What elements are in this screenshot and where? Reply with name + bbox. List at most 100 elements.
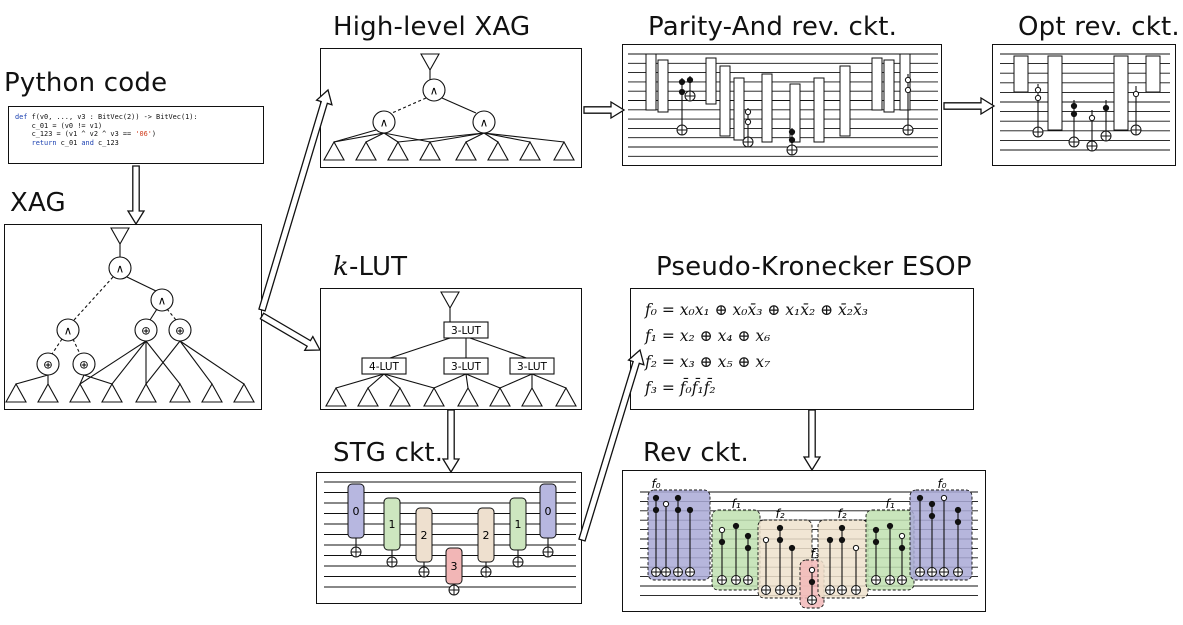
rev-control-dot	[916, 494, 924, 502]
stg-block	[347, 483, 365, 539]
pa-parity-block	[871, 57, 883, 111]
rev-control-dot	[886, 522, 894, 530]
rev-control-dot	[954, 506, 962, 514]
rev-group-box	[909, 489, 973, 581]
hl-edge	[333, 132, 385, 143]
pa-parity-block	[761, 73, 773, 143]
rev-group-label: f₁	[731, 497, 740, 511]
lut-input-triangle	[457, 386, 479, 407]
pa-control-dot	[686, 76, 694, 84]
rev-target	[787, 585, 797, 595]
pa-parity-block	[719, 65, 731, 137]
rev-control-dot	[662, 500, 670, 508]
lut-input-triangle	[357, 386, 379, 407]
rev-target	[651, 567, 661, 577]
rev-control-dot	[838, 524, 846, 532]
xag-edge	[179, 340, 213, 385]
hl-input-triangle	[553, 140, 575, 161]
rev-control-dot	[674, 494, 682, 502]
rev-target	[685, 567, 695, 577]
rev-control-dot	[852, 544, 860, 552]
xag-xor-gate-d-symbol: ⊕	[79, 358, 89, 372]
rev-control-dot	[928, 512, 936, 520]
stg-block	[415, 507, 433, 563]
xag-edge	[79, 374, 85, 385]
lut-edge	[469, 337, 533, 361]
high-level-xag-label: High-level XAG	[333, 12, 531, 42]
stg-block-label: 3	[451, 560, 458, 573]
opt-parity-block	[1113, 55, 1129, 131]
hl-input-triangle	[519, 140, 541, 161]
rev-control-dot	[674, 506, 682, 514]
rev-control-dot	[838, 536, 846, 544]
pa-parity-block	[813, 77, 825, 143]
rev-target	[807, 595, 817, 605]
rev-target	[939, 567, 949, 577]
high-level-xag-box	[320, 48, 582, 168]
pa-control-dot	[904, 76, 912, 84]
hl-and-gate-left-symbol: ∧	[380, 116, 388, 130]
xag-edge	[73, 276, 114, 321]
hl-edge	[383, 132, 431, 143]
lut-box-mid-text: 3-LUT	[451, 361, 481, 373]
code-keyword-return: return	[15, 138, 57, 147]
pa-target	[684, 90, 696, 102]
rev-group-label: f₂	[775, 507, 784, 521]
lut-edge	[335, 373, 385, 389]
arrow-code-to-xag	[126, 165, 146, 226]
lut-input-triangle	[521, 386, 543, 407]
stg-target	[512, 556, 524, 568]
stg-block	[539, 483, 557, 539]
rev-group-label: f₀	[937, 477, 946, 491]
hl-edge	[429, 132, 485, 143]
xag-edge	[166, 308, 177, 321]
esop-f2: f₂ = x₃ ⊕ x₅ ⊕ x₇	[645, 353, 771, 371]
k-lut-rest: -LUT	[348, 252, 408, 282]
lut-edge	[383, 373, 435, 389]
xag-label: XAG	[10, 188, 66, 218]
hl-input-triangle	[455, 140, 477, 161]
rev-target	[661, 567, 671, 577]
python-code-label: Python code	[4, 68, 168, 98]
rev-control-dot	[776, 536, 784, 544]
code-line-4a: c_01	[56, 138, 82, 147]
xag-and-gate-3	[56, 318, 80, 342]
stg-block	[477, 507, 495, 563]
stg-target	[350, 546, 362, 558]
rev-control-dot	[718, 526, 726, 534]
opt-parity-block	[1013, 55, 1029, 93]
rev-group-box	[757, 519, 813, 599]
xag-input-triangle	[69, 382, 91, 403]
stg-block	[445, 547, 463, 585]
arrow-xag-to-klut	[259, 312, 322, 352]
xag-input-triangle	[201, 382, 223, 403]
code-line-3-end: )	[151, 130, 157, 139]
pa-target	[786, 144, 798, 156]
rev-target	[731, 575, 741, 585]
stg-block-label: 1	[389, 518, 396, 531]
rev-control-dot	[872, 538, 880, 546]
pa-parity-block	[883, 59, 895, 113]
xag-input-triangle	[233, 382, 255, 403]
opt-target	[1100, 130, 1112, 142]
opt-control-dot	[1034, 86, 1042, 94]
rev-control-dot	[940, 494, 948, 502]
xag-edge	[79, 340, 147, 385]
rev-control-dot	[872, 526, 880, 534]
xag-edge	[145, 340, 181, 385]
rev-control-dot	[744, 544, 752, 552]
opt-control-dot	[1088, 114, 1096, 122]
lut-edge	[433, 373, 467, 389]
lut-edge	[383, 373, 401, 389]
xag-edge	[111, 340, 147, 385]
lut-box-top	[443, 321, 489, 339]
arrow-parity-to-opt	[943, 96, 996, 116]
lut-box-right-text: 3-LUT	[517, 361, 547, 373]
rev-control-dot	[744, 532, 752, 540]
lut-box-left-text: 4-LUT	[369, 361, 399, 373]
arrow-stg-to-esop	[578, 348, 645, 542]
hl-input-triangle	[323, 140, 345, 161]
xag-input-triangle	[135, 382, 157, 403]
